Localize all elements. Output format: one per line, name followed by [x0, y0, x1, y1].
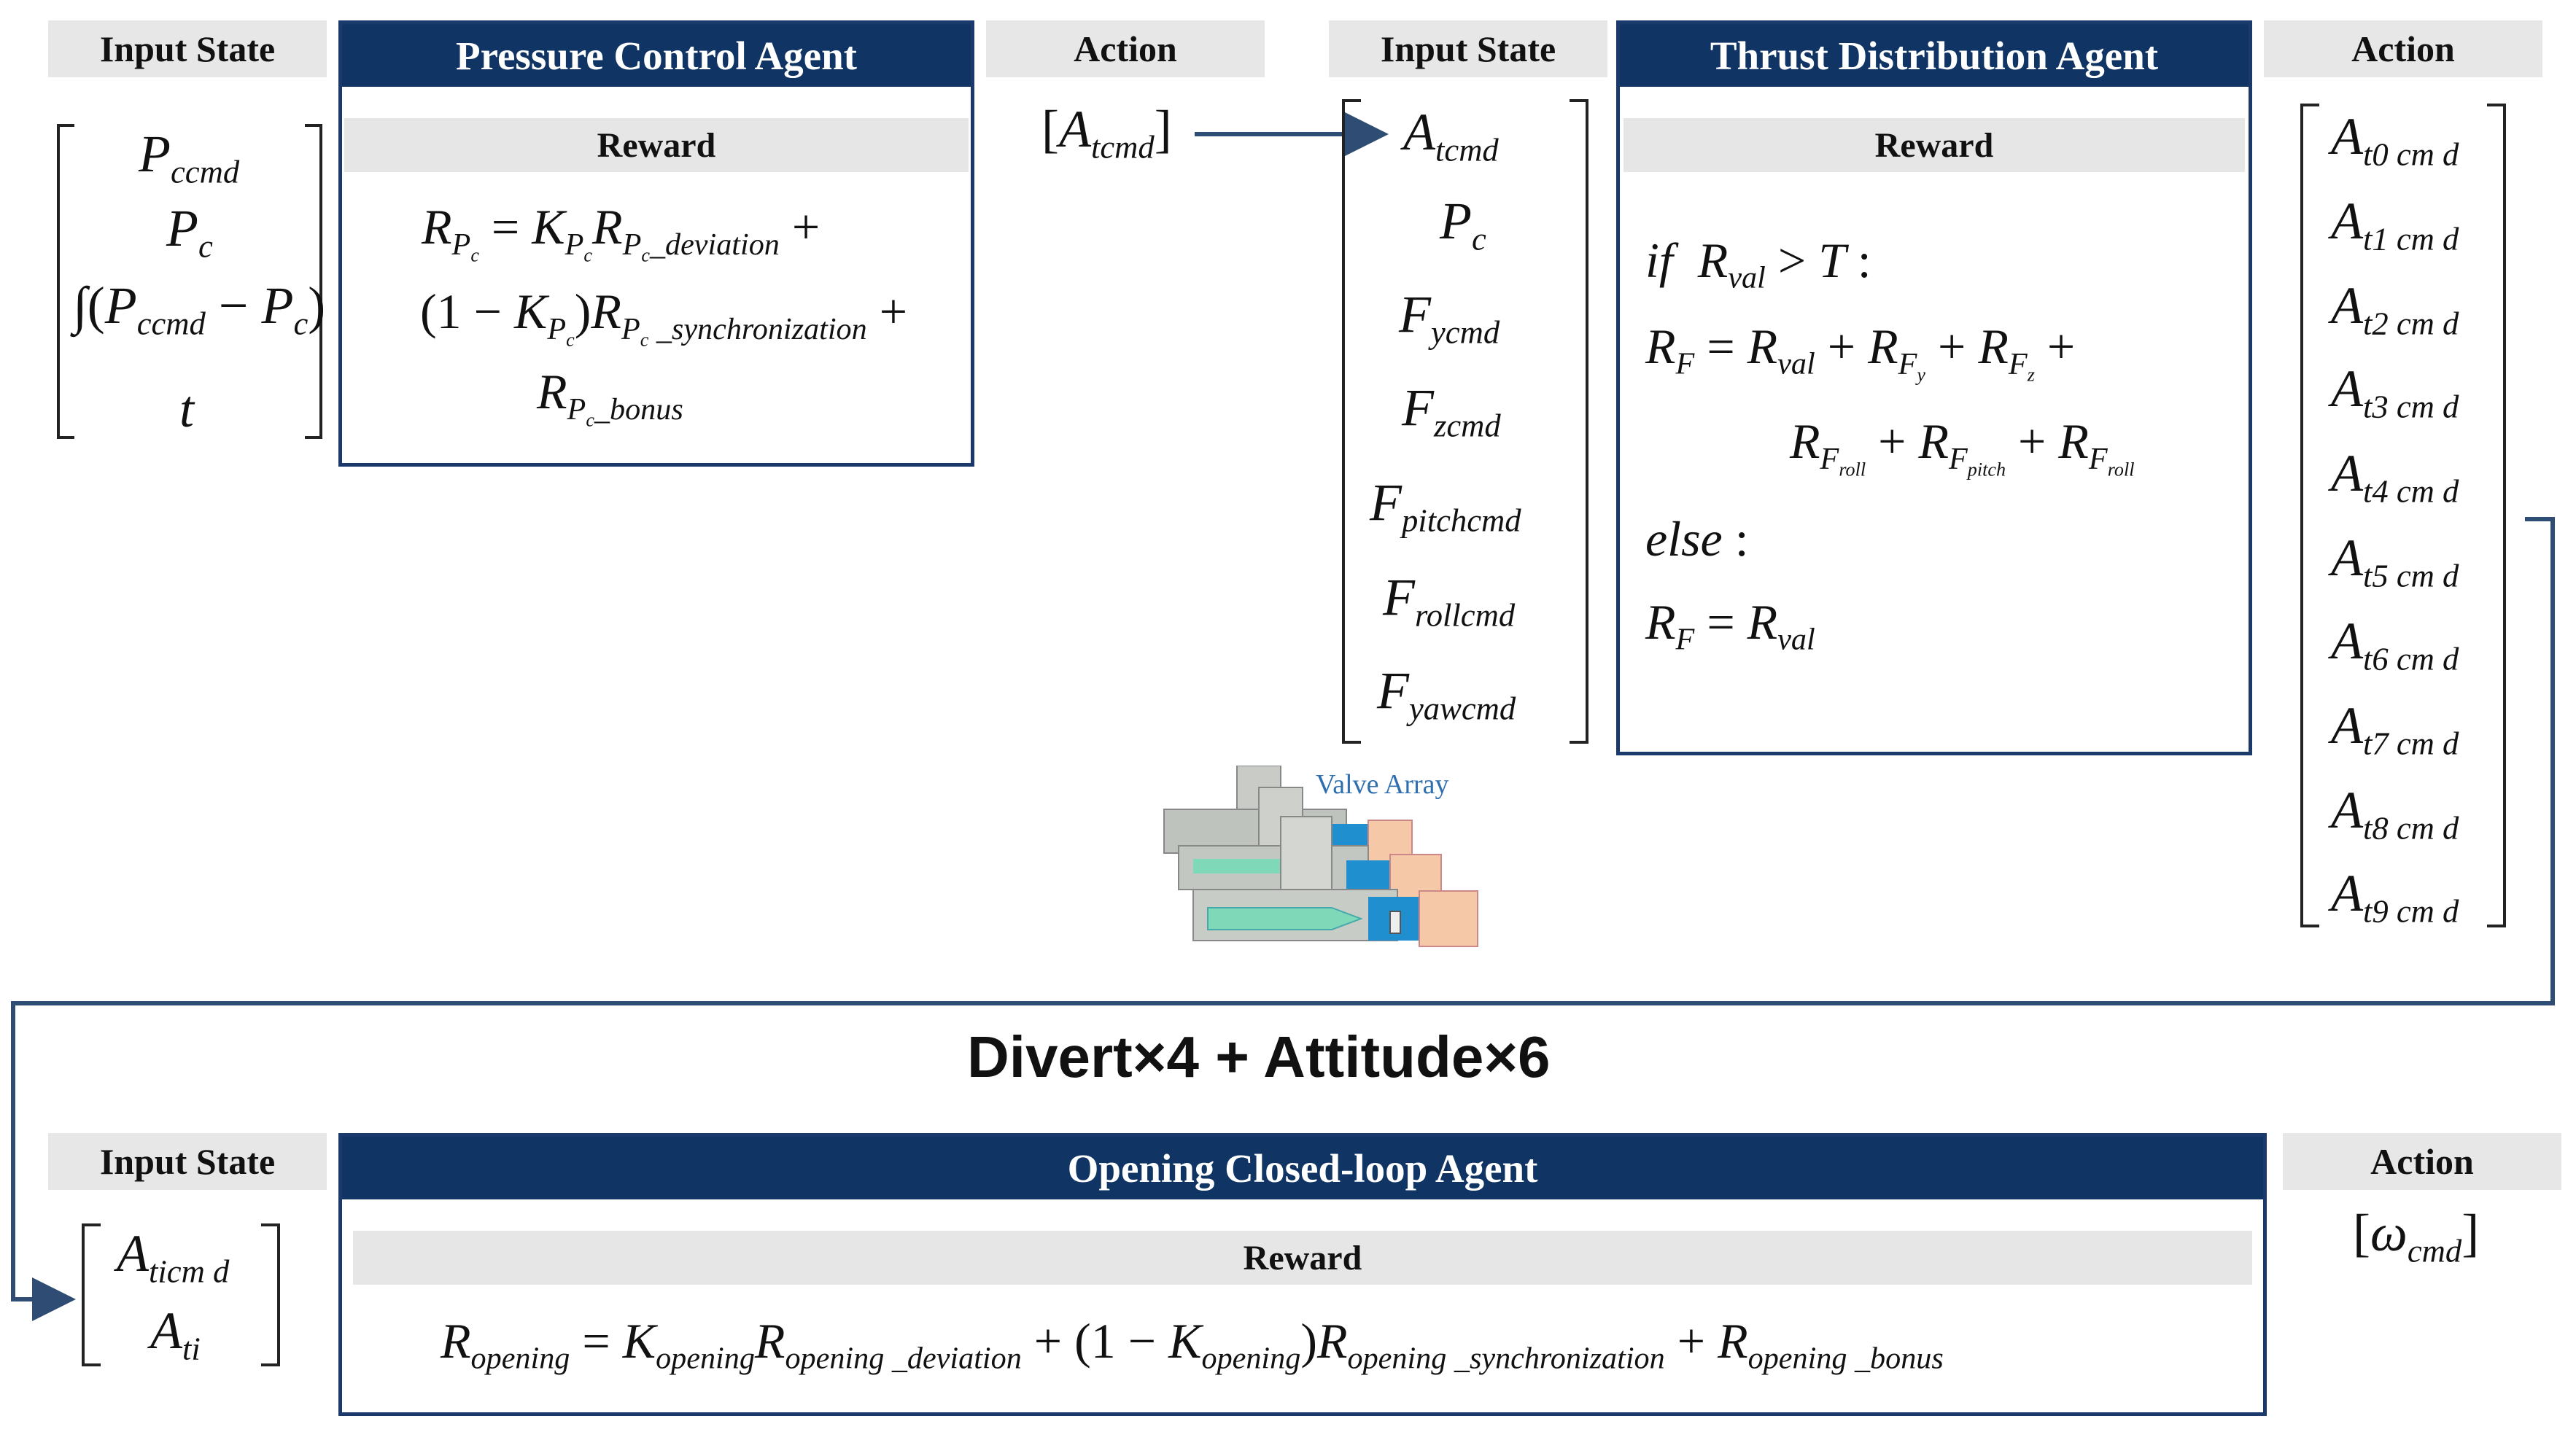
thrust-input-bracket-left [1342, 99, 1361, 744]
thrust-agent-title: Thrust Distribution Agent [1620, 24, 2249, 87]
pressure-input-integral: ∫(Pccmd − Pc) [73, 276, 326, 342]
thrust-input-header: Input State [1329, 20, 1607, 77]
opening-action-header: Action [2283, 1133, 2561, 1190]
opening-input-bracket-left [82, 1223, 101, 1366]
pressure-input-t: t [179, 380, 195, 438]
thrust-reward-line3: RF = Rval [1645, 594, 1815, 657]
thrust-action-at9: At9 cm d [2331, 864, 2459, 930]
thrust-reward-if: if Rval > T : [1645, 233, 1871, 295]
thrust-reward-line2: RFroll + RFpitch + RFroll [1790, 413, 2135, 480]
opening-agent-title: Opening Closed-loop Agent [342, 1137, 2263, 1199]
thrust-reward-else: else : [1645, 511, 1749, 567]
pressure-reward-line3: RPc_bonus [537, 364, 683, 431]
pressure-input-bracket-right [305, 124, 322, 439]
thrust-input-fzcmd: Fzcmd [1402, 378, 1501, 444]
thrust-input-frollcmd: Frollcmd [1383, 568, 1516, 634]
thrust-action-at5: At5 cm d [2331, 529, 2459, 594]
thrust-input-fpitchcmd: Fpitchcmd [1370, 473, 1521, 539]
divert-attitude-banner: Divert×4 + Attitude×6 [967, 1024, 1551, 1089]
thrust-action-bracket-right [2487, 104, 2506, 927]
thrust-input-fycmd: Fycmd [1399, 285, 1500, 351]
thrust-action-header: Action [2264, 20, 2542, 77]
thrust-action-at7: At7 cm d [2331, 696, 2459, 762]
opening-input-aticmd: Aticm d [117, 1224, 230, 1290]
thrust-action-at2: At2 cm d [2331, 276, 2459, 342]
pressure-reward-line1: RPc = KPcRPc_deviation + [422, 199, 820, 266]
thrust-action-at1: At1 cm d [2331, 192, 2459, 257]
pressure-reward-label: Reward [344, 118, 969, 172]
thrust-action-at4: At4 cm d [2331, 444, 2459, 510]
opening-input-ati: Ati [150, 1301, 201, 1367]
valve-stack-front [1192, 816, 1478, 947]
thrust-action-at8: At8 cm d [2331, 781, 2459, 847]
pressure-input-bracket-left [57, 124, 74, 439]
thrust-reward-label: Reward [1623, 118, 2245, 172]
pressure-action-header: Action [986, 20, 1265, 77]
pressure-input-header: Input State [48, 20, 327, 77]
connector-arrow-to-opening-input [11, 517, 2555, 1321]
valve-array-illustration [1163, 766, 1478, 947]
opening-action-omega: [ωcmd] [2353, 1204, 2480, 1269]
pressure-control-agent-box: Pressure Control Agent [338, 20, 974, 467]
thrust-input-pc: Pc [1440, 192, 1486, 257]
pressure-action-atcmd: [Atcmd] [1041, 100, 1172, 166]
thrust-action-at6: At6 cm d [2331, 612, 2459, 677]
opening-reward-label: Reward [353, 1231, 2252, 1285]
valve-array-label: Valve Array [1316, 769, 1449, 800]
thrust-input-fyawcmd: Fyawcmd [1377, 661, 1516, 727]
thrust-input-atcmd: Atcmd [1403, 103, 1499, 168]
pressure-agent-title: Pressure Control Agent [342, 24, 971, 87]
pressure-reward-line2: (1 − KPc)RPc _synchronization + [420, 284, 908, 351]
thrust-reward-line1: RF = Rval + RFy + RFz + [1645, 319, 2076, 386]
opening-input-header: Input State [48, 1133, 327, 1190]
thrust-input-bracket-right [1570, 99, 1588, 744]
opening-input-bracket-right [261, 1223, 280, 1366]
thrust-action-bracket-left [2300, 104, 2319, 927]
thrust-action-at0: At0 cm d [2331, 107, 2459, 173]
pressure-input-pc: Pc [166, 199, 213, 265]
thrust-action-at3: At3 cm d [2331, 359, 2459, 425]
pressure-input-pccmd: Pccmd [139, 125, 240, 190]
opening-reward-equation: Ropening = KopeningRopening _deviation +… [441, 1313, 1944, 1376]
